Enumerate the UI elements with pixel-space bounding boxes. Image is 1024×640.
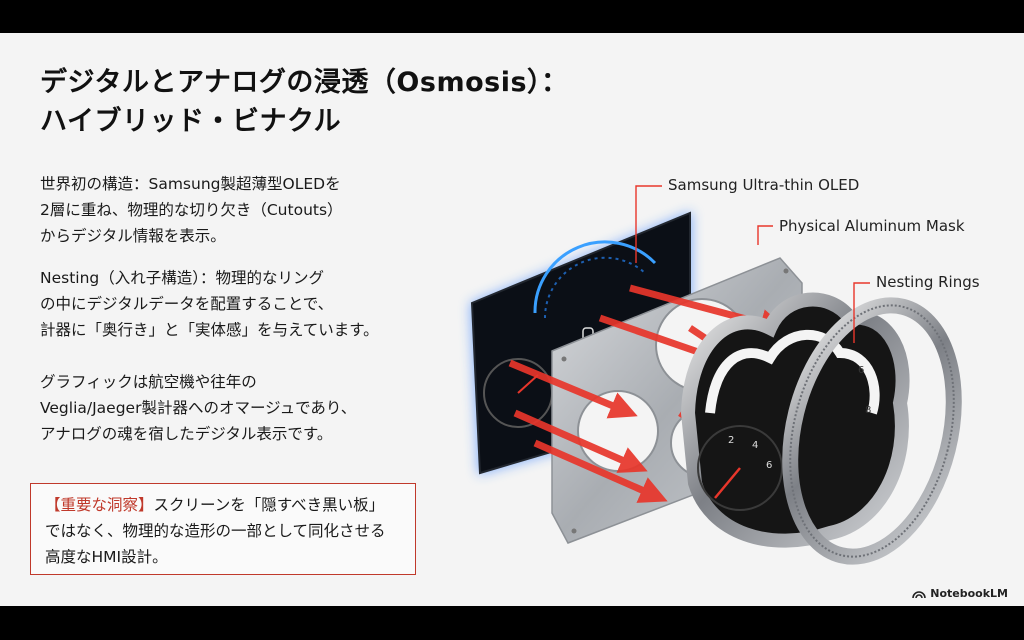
paragraph-line: グラフィックは航空機や往年の — [40, 373, 257, 391]
gauge-number: 6 — [766, 460, 772, 471]
gauge-number: 2 — [728, 435, 734, 446]
title-line-2: ハイブリッド・ビナクル — [40, 106, 342, 137]
paragraph-nesting: Nesting（入れ子構造）：物理的なリング の中にデジタルデータを配置すること… — [40, 265, 379, 343]
paragraph-line: アナログの魂を宿したデジタル表示です。 — [40, 425, 333, 443]
slide: デジタルとアナログの浸透（Osmosis）： ハイブリッド・ビナクル 世界初の構… — [0, 33, 1024, 606]
branding: NotebookLM — [912, 587, 1008, 600]
callout-line-3: 高度なHMI設計。 — [45, 548, 168, 566]
title-line-1: デジタルとアナログの浸透（Osmosis）： — [40, 67, 569, 98]
insight-callout: 【重要な洞察】スクリーンを「隠すべき黒い板」 ではなく、物理的な造形の一部として… — [30, 483, 416, 575]
paragraph-line: Veglia/Jaeger製計器へのオマージュであり、 — [40, 399, 357, 417]
callout-line-2: ではなく、物理的な造形の一部として同化させる — [45, 522, 386, 540]
gauge-number: 8 — [865, 405, 871, 416]
exploded-view-illustration: 2 4 6 6 8 — [470, 185, 962, 565]
label-rings: Nesting Rings — [876, 273, 980, 291]
notebooklm-logo-icon — [912, 590, 927, 598]
paragraph-line: 世界初の構造：Samsung製超薄型OLEDを — [40, 175, 341, 193]
paragraph-line: Nesting（入れ子構造）：物理的なリング — [40, 269, 325, 287]
exploded-view-figure: 2 4 6 6 8 Samsung Ultra-thin OLED Physic… — [440, 113, 1000, 583]
callout-text: スクリーンを「隠すべき黒い板」 — [153, 496, 385, 514]
branding-text: NotebookLM — [930, 587, 1008, 600]
label-mask: Physical Aluminum Mask — [779, 217, 965, 235]
paragraph-line: からデジタル情報を表示。 — [40, 227, 226, 245]
slide-title: デジタルとアナログの浸透（Osmosis）： ハイブリッド・ビナクル — [40, 63, 569, 141]
gauge-number: 4 — [752, 440, 758, 451]
paragraph-graphics: グラフィックは航空機や往年の Veglia/Jaeger製計器へのオマージュであ… — [40, 369, 356, 447]
label-oled: Samsung Ultra-thin OLED — [668, 176, 860, 194]
insight-tag: 【重要な洞察】 — [45, 496, 154, 514]
callout-line-1: 【重要な洞察】スクリーンを「隠すべき黒い板」 — [45, 492, 415, 518]
paragraph-structure: 世界初の構造：Samsung製超薄型OLEDを 2層に重ね、物理的な切り欠き（C… — [40, 171, 343, 249]
paragraph-line: の中にデジタルデータを配置することで、 — [40, 295, 334, 313]
nesting-rings: 2 4 6 6 8 — [680, 292, 962, 565]
paragraph-line: 計器に「奥行き」と「実体感」を与えています。 — [40, 321, 379, 339]
paragraph-line: 2層に重ね、物理的な切り欠き（Cutouts） — [40, 201, 343, 219]
gauge-number: 6 — [858, 365, 864, 376]
label-leaders — [635, 185, 870, 343]
